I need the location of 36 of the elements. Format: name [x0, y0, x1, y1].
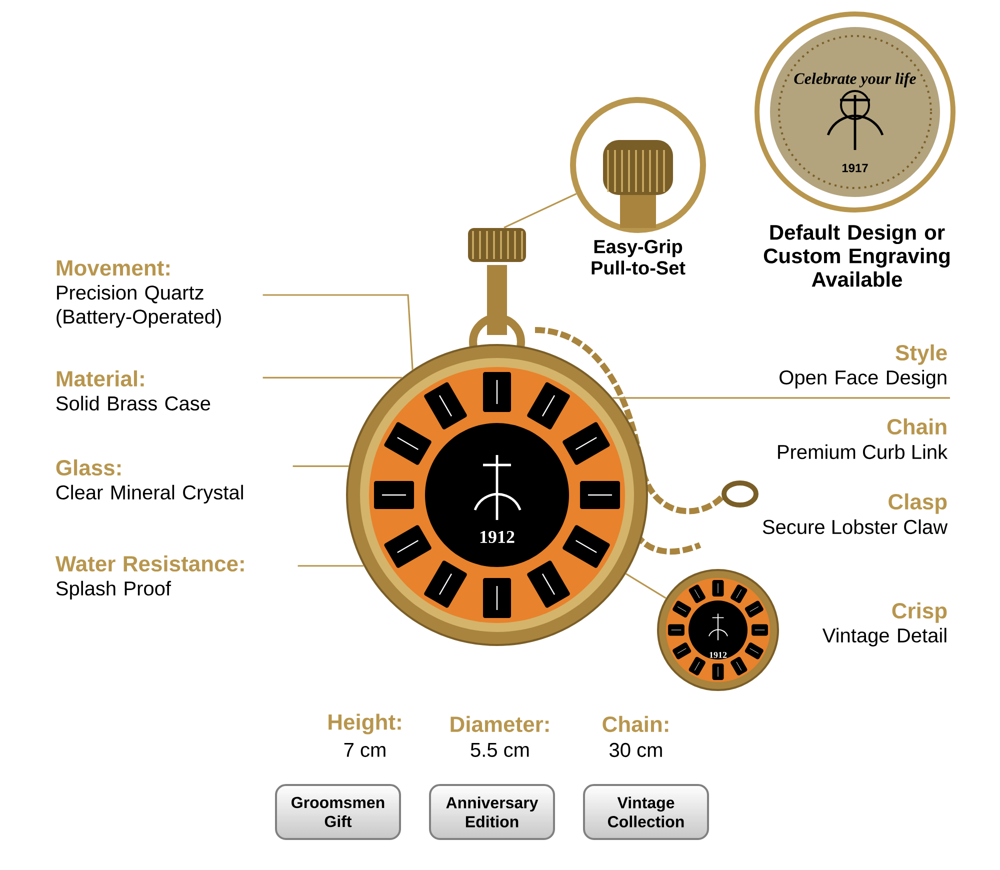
spec-text: Style Open Face Design: [780, 344, 947, 388]
feature-label: Easy-Grip Pull-to-Set: [592, 239, 686, 275]
dial-closeup-drawing: [657, 569, 779, 691]
spec-text: Water Resistance: Splash Proof: [55, 555, 244, 600]
dimension-value: 30 cm: [610, 742, 662, 758]
spec-text: Crisp Vintage Detail: [822, 602, 947, 646]
dimension-value: 7 cm: [344, 743, 386, 757]
engraved-lid-drawing: [754, 12, 956, 212]
leader-line: [262, 376, 402, 378]
spec-text: Glass: Clear Mineral Crystal: [56, 459, 243, 504]
leader-line: [262, 294, 414, 370]
dial-year: 1912: [710, 652, 727, 658]
leader-line: [504, 193, 577, 228]
badge: Groomsmen Gift: [275, 784, 401, 840]
badge: Vintage Collection: [583, 784, 710, 840]
spec-value: Secure Lobster Claw: [762, 519, 948, 534]
dimension-value: 5.5 cm: [470, 743, 529, 757]
crown-drawing: [468, 228, 526, 262]
engraved-text: Celebrate your life: [794, 72, 916, 88]
leader-line: [625, 573, 666, 599]
leader-line: [292, 465, 349, 467]
spec-text: Material: Solid Brass Case: [56, 370, 210, 411]
crown-closeup-drawing: [570, 97, 706, 233]
dimension-heading: Height:: [328, 714, 401, 734]
feature-label: Default Design or Custom Engraving Available: [764, 224, 950, 287]
dimension-heading: Diameter:: [450, 716, 549, 732]
dimension-heading: Chain:: [602, 716, 668, 732]
leader-line: [298, 565, 364, 567]
badge: Anniversary Edition: [429, 784, 555, 840]
spec-text: Movement: Precision Quartz (Battery-Operated): [56, 260, 221, 328]
spec-value: Premium Curb Link: [778, 444, 948, 460]
spec-heading: Clasp: [888, 493, 947, 514]
spec-heading: Chain: [887, 418, 946, 435]
engraved-year: 1917: [842, 164, 868, 172]
dial-year: 1912: [480, 530, 514, 544]
leader-line: [612, 397, 950, 399]
